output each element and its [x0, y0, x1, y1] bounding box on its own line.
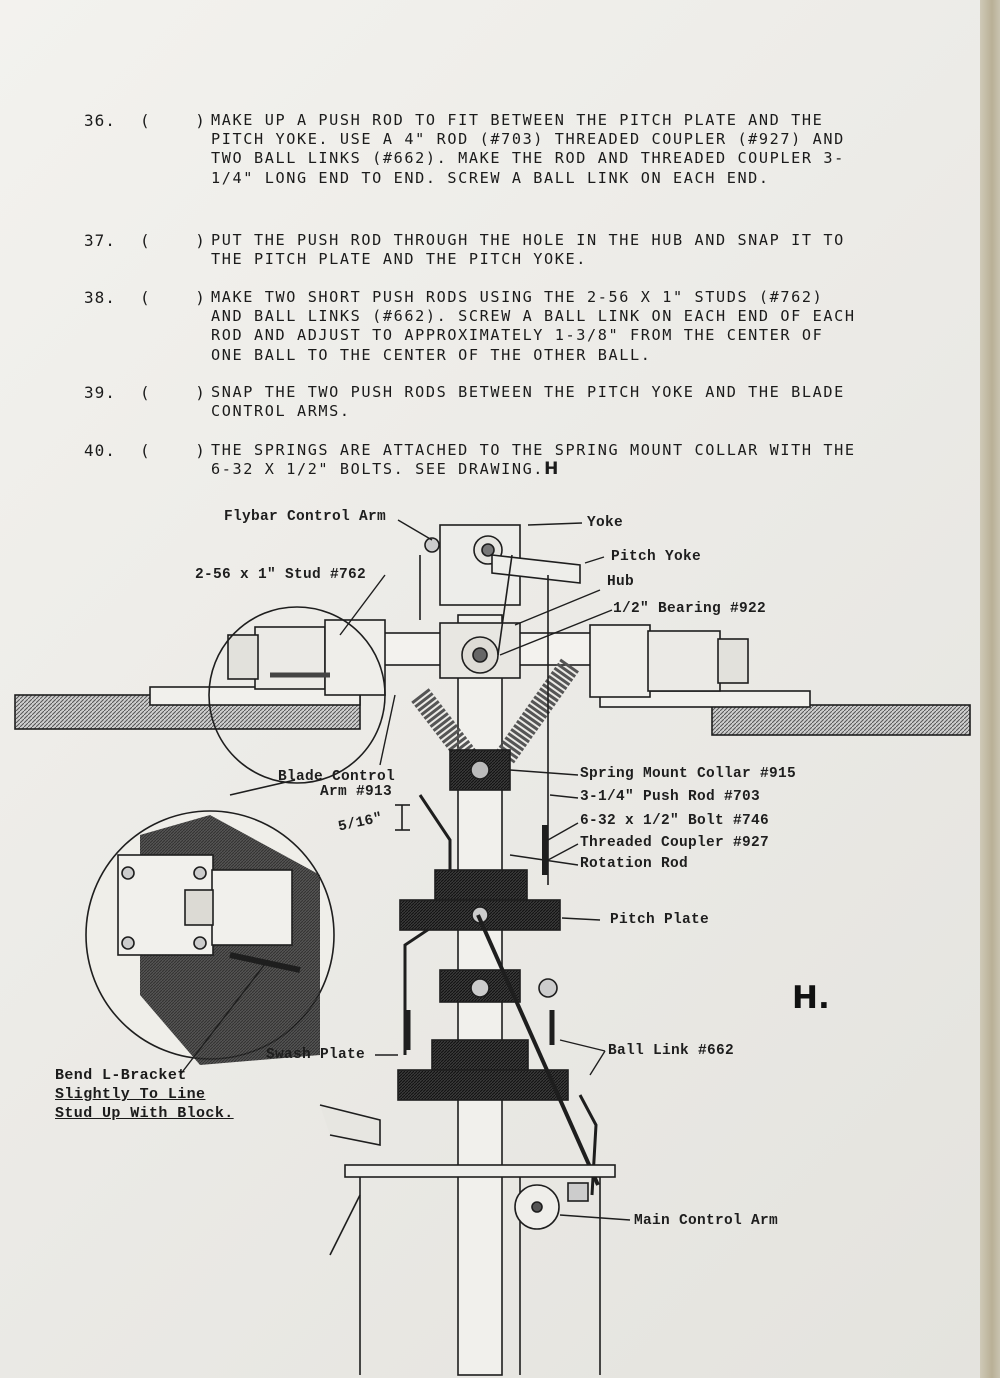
label-pitch-yoke: Pitch Yoke: [611, 549, 702, 565]
label-main-control-arm: Main Control Arm: [634, 1213, 779, 1229]
step-number: 38.: [84, 288, 116, 307]
step-number: 36.: [84, 111, 116, 130]
step-checkbox[interactable]: ( ): [140, 441, 223, 460]
label-blade-control-arm: Blade Control: [278, 769, 396, 785]
label-flybar-control-arm: Flybar Control Arm: [224, 509, 387, 525]
step-checkbox[interactable]: ( ): [140, 111, 223, 130]
rotor-head-drawing: [14, 519, 971, 1376]
label-swash-plate: Swash Plate: [266, 1047, 366, 1063]
label-blade-control-arm-number: Arm #913: [320, 784, 393, 800]
swash-plate: [397, 1069, 569, 1101]
step-checkbox[interactable]: ( ): [140, 231, 223, 250]
label-bearing: 1/2" Bearing #922: [613, 601, 767, 617]
step-text-body: THE SPRINGS ARE ATTACHED TO THE SPRING M…: [211, 441, 856, 479]
note-line: Bend L-Bracket: [55, 1067, 187, 1084]
step-checkbox[interactable]: ( ): [140, 288, 223, 307]
figure-letter: H.: [792, 980, 830, 1016]
label-push-rod: 3-1/4" Push Rod #703: [580, 789, 761, 805]
label-ball-link: Ball Link #662: [608, 1043, 735, 1059]
step-text: MAKE TWO SHORT PUSH RODS USING THE 2-56 …: [211, 288, 856, 364]
bend-bracket-note: Bend L-Bracket Slightly To Line Stud Up …: [55, 1066, 234, 1123]
label-threaded-coupler: Threaded Coupler #927: [580, 835, 770, 851]
step-text: THE SPRINGS ARE ATTACHED TO THE SPRING M…: [211, 441, 861, 479]
step-text: PUT THE PUSH ROD THROUGH THE HOLE IN THE…: [211, 231, 845, 269]
label-yoke: Yoke: [587, 515, 624, 531]
detail-magnifier-small: [208, 606, 386, 784]
label-hub: Hub: [607, 574, 635, 590]
note-line: Slightly To Line: [55, 1086, 206, 1103]
step-checkbox[interactable]: ( ): [140, 383, 223, 402]
right-rotor-blade: [711, 704, 971, 736]
step-text: SNAP THE TWO PUSH RODS BETWEEN THE PITCH…: [211, 383, 845, 421]
label-stud: 2-56 x 1" Stud #762: [195, 567, 367, 583]
label-pitch-plate: Pitch Plate: [610, 912, 710, 928]
step-text: MAKE UP A PUSH ROD TO FIT BETWEEN THE PI…: [211, 111, 845, 187]
step-number: 40.: [84, 441, 116, 460]
rotor-head-diagram: Flybar Control Arm Yoke Pitch Yoke 2-56 …: [0, 495, 980, 1378]
label-spring-mount-collar: Spring Mount Collar #915: [580, 766, 797, 782]
page-edge: [980, 0, 1000, 1378]
note-line: Stud Up With Block.: [55, 1105, 234, 1122]
step-number: 37.: [84, 231, 116, 250]
label-rotation-rod: Rotation Rod: [580, 856, 689, 872]
step-number: 39.: [84, 383, 116, 402]
drawing-reference: H: [544, 459, 559, 480]
instruction-steps: 36. ( ) MAKE UP A PUSH ROD TO FIT BETWEE…: [0, 0, 980, 500]
label-bolt: 6-32 x 1/2" Bolt #746: [580, 813, 770, 829]
